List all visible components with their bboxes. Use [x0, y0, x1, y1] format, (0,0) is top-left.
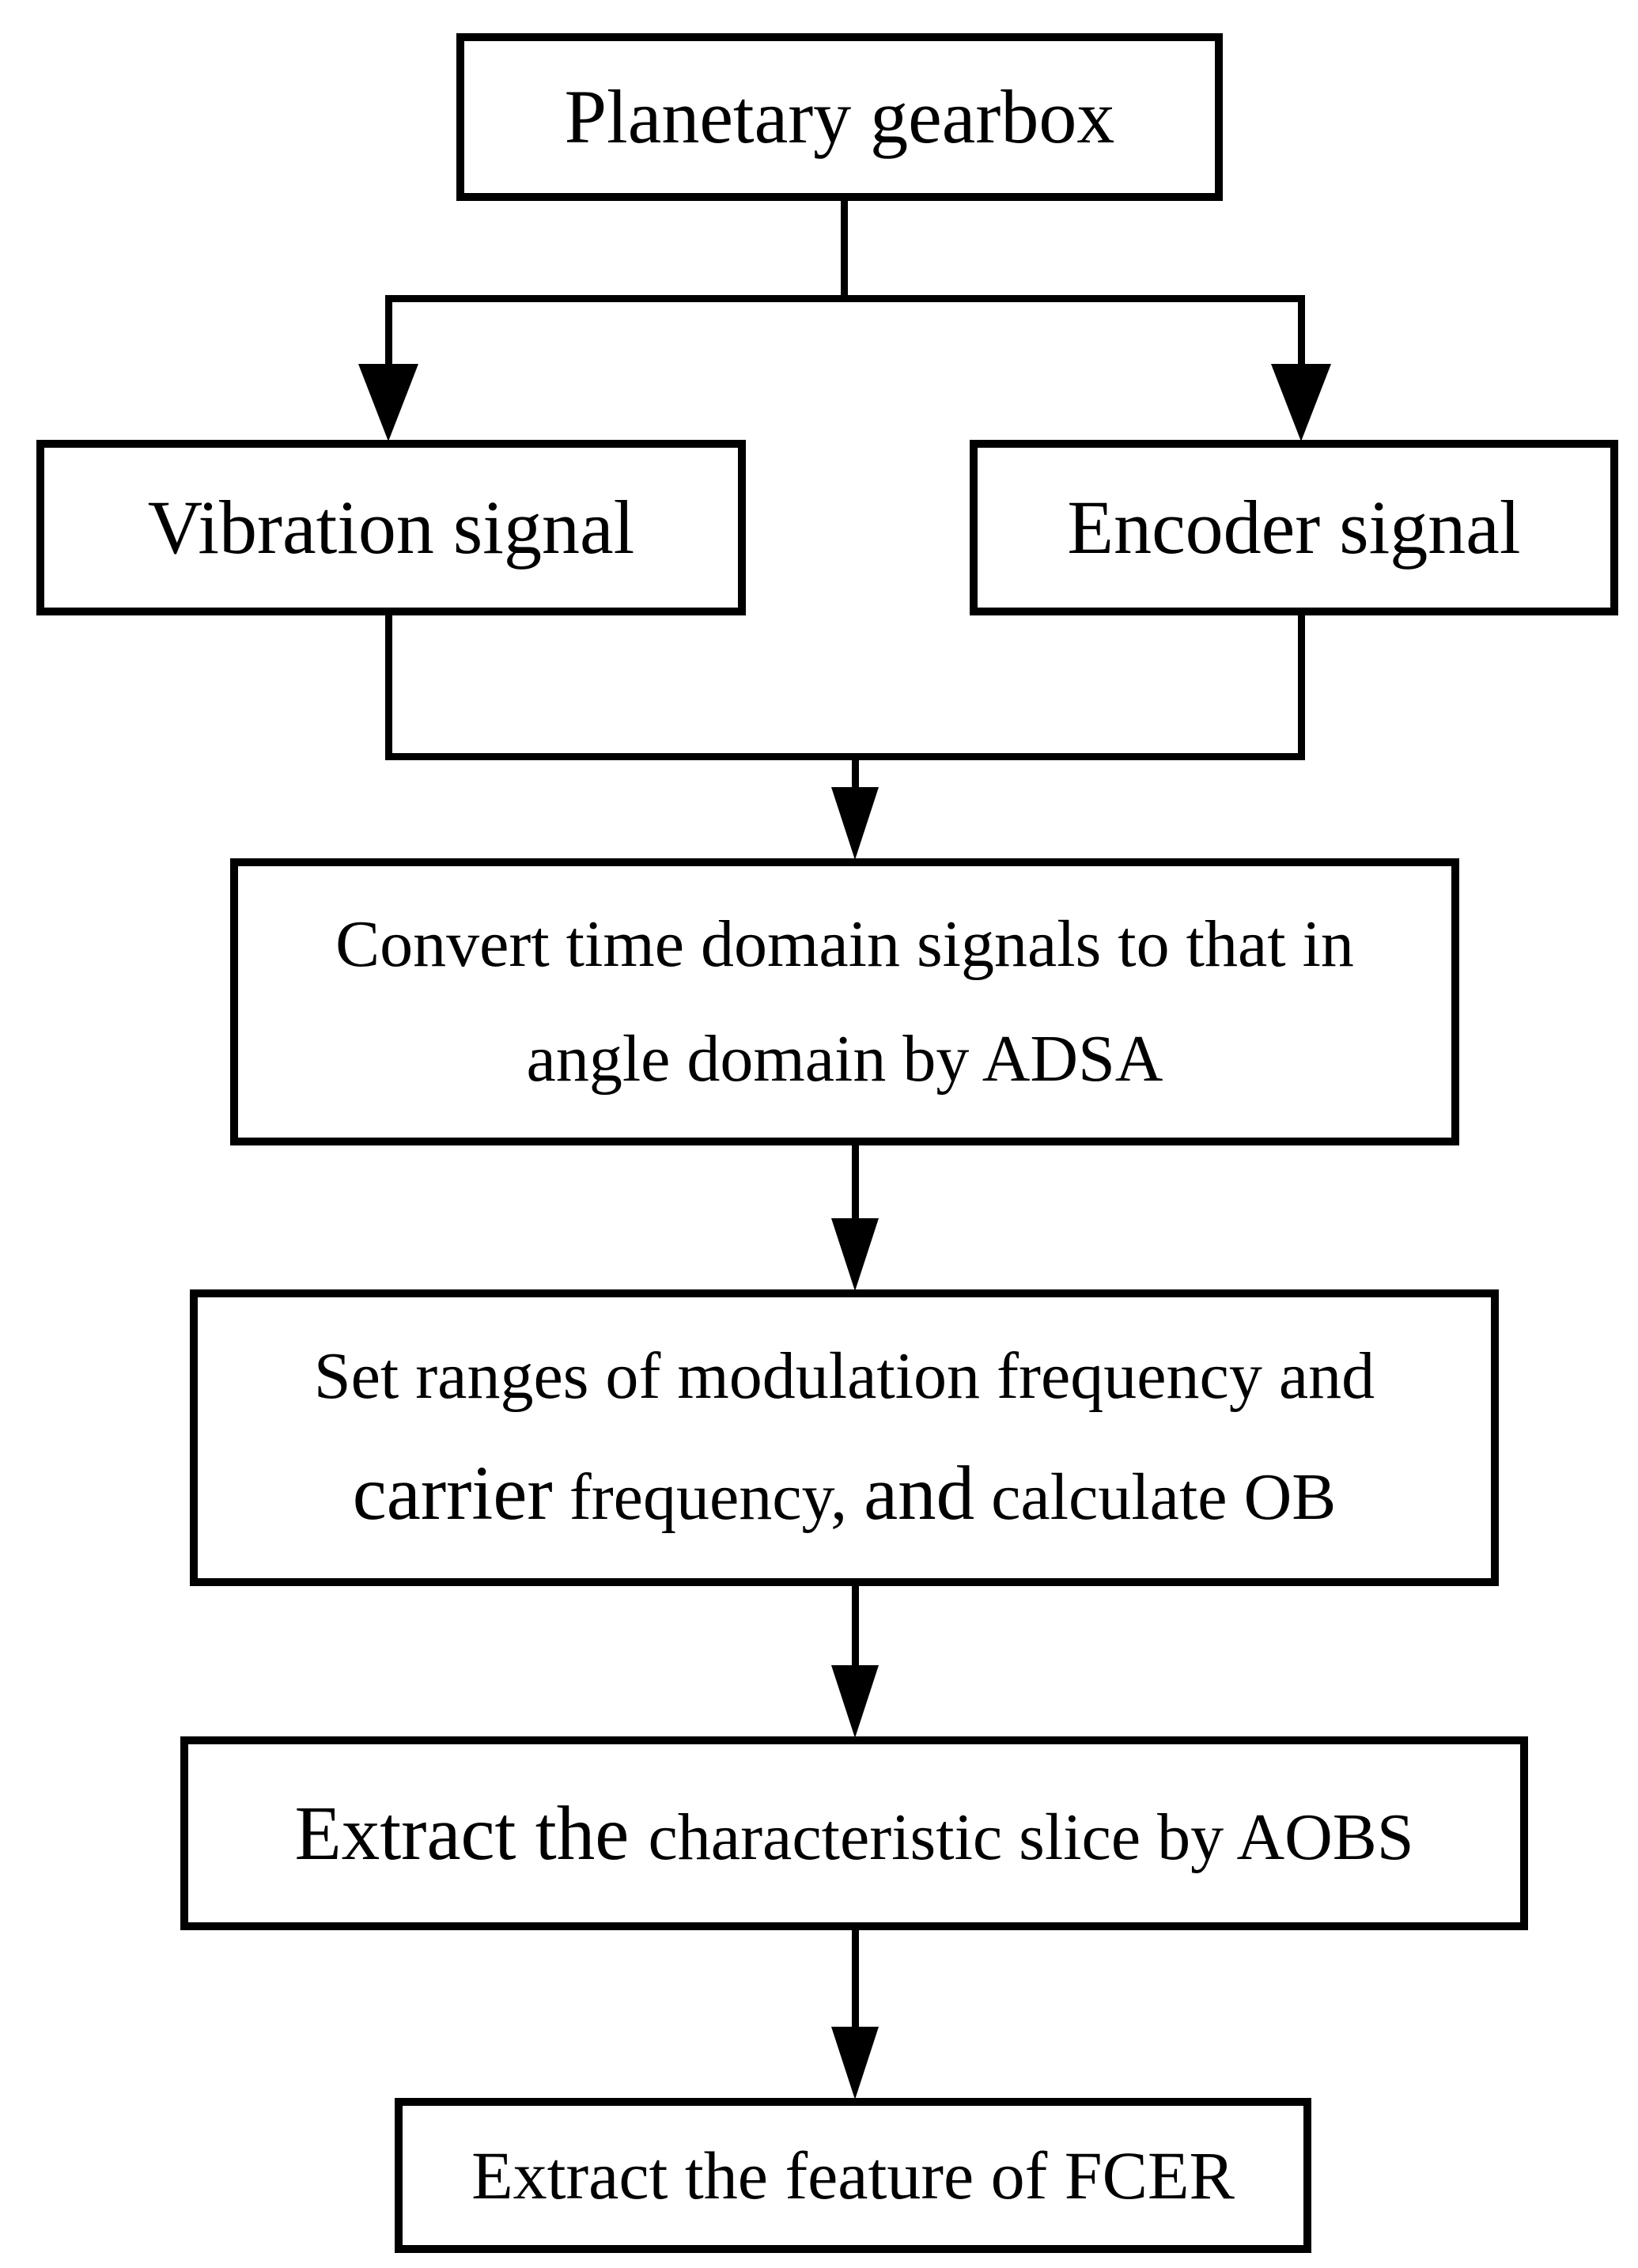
node-extract-slice-aobs-lead: Extract the [294, 1790, 649, 1876]
connector-merge-line [385, 753, 1305, 760]
arrowhead-into-setranges-icon [831, 1218, 879, 1291]
connector-planetary-stem [841, 200, 848, 302]
node-extract-feature-fcer: Extract the feature of FCER [395, 2098, 1311, 2253]
arrowhead-into-convert-icon [831, 787, 879, 860]
connector-split-line [385, 295, 1305, 302]
connector-encoder-out [1298, 614, 1305, 760]
connector-setranges-to-extractslice [852, 1586, 859, 1667]
node-set-ranges-ob-line2-calculate: calculate OB [974, 1460, 1337, 1534]
node-set-ranges-ob-line2-frequency: frequency, [552, 1460, 864, 1534]
connector-convert-to-setranges [852, 1145, 859, 1221]
node-convert-adsa-line1: Convert time domain signals to that in [335, 907, 1354, 982]
node-set-ranges-ob-line1: Set ranges of modulation frequency and [313, 1339, 1375, 1414]
node-set-ranges-ob-line2-and: and [864, 1450, 975, 1535]
node-set-ranges-ob-line2: carrier frequency, and calculate OB [352, 1450, 1337, 1535]
arrowhead-into-extractfeature-icon [831, 2027, 879, 2100]
node-extract-feature-fcer-label: Extract the feature of FCER [471, 2137, 1235, 2213]
node-planetary-gearbox-label: Planetary gearbox [564, 74, 1115, 159]
node-convert-adsa: Convert time domain signals to that in a… [230, 858, 1459, 1145]
node-planetary-gearbox: Planetary gearbox [456, 33, 1223, 201]
node-convert-adsa-line2: angle domain by ADSA [526, 1021, 1163, 1096]
node-encoder-signal: Encoder signal [970, 440, 1618, 615]
connector-encoder-stem [1298, 295, 1305, 368]
connector-merge-stem [852, 753, 859, 793]
node-extract-slice-aobs-label: Extract the characteristic slice by AOBS [294, 1793, 1413, 1874]
arrowhead-into-vibration-icon [358, 364, 418, 441]
node-extract-slice-aobs-rest: characteristic slice by AOBS [648, 1800, 1414, 1874]
node-encoder-signal-label: Encoder signal [1067, 484, 1521, 570]
node-set-ranges-ob: Set ranges of modulation frequency and c… [190, 1289, 1499, 1586]
node-extract-slice-aobs: Extract the characteristic slice by AOBS [180, 1736, 1528, 1930]
node-vibration-signal-label: Vibration signal [147, 484, 635, 570]
arrowhead-into-extractslice-icon [831, 1665, 879, 1738]
arrowhead-into-encoder-icon [1271, 364, 1331, 441]
connector-extractslice-to-extractfeature [852, 1930, 859, 2028]
connector-vibration-out [385, 614, 392, 760]
node-vibration-signal: Vibration signal [36, 440, 746, 615]
connector-vibration-stem [385, 295, 392, 368]
node-set-ranges-ob-line2-carrier: carrier [352, 1450, 553, 1535]
